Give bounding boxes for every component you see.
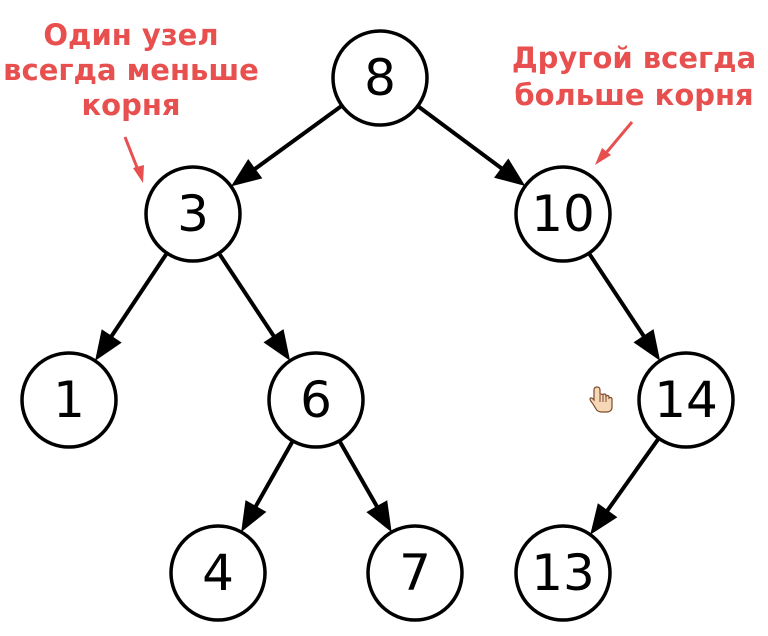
- node-8: 8: [331, 29, 429, 127]
- node-label: 10: [531, 185, 595, 243]
- node-label: 3: [177, 185, 209, 243]
- node-14: 14: [637, 351, 735, 449]
- node-label: 4: [202, 544, 234, 602]
- annotation-right-line-2: больше корня: [514, 78, 753, 112]
- arrowhead-3-1: [95, 329, 122, 361]
- arrowhead-6-4: [241, 500, 267, 533]
- edge-6-7: [337, 439, 385, 518]
- arrowhead-10-14: [633, 329, 661, 361]
- arrowhead-8-10: [494, 158, 526, 186]
- node-10: 10: [514, 165, 612, 263]
- node-label: 8: [364, 49, 396, 107]
- edge-10-14: [587, 252, 652, 347]
- edge-8-10: [416, 104, 513, 177]
- annotation-left-line-3: корня: [81, 88, 180, 122]
- node-1: 1: [20, 351, 118, 449]
- hand-pointer-icon: [589, 386, 613, 413]
- edge-3-1: [103, 251, 169, 348]
- edge-6-4: [248, 439, 295, 518]
- edge-3-6: [217, 252, 282, 347]
- annotation-right-line-1: Другой всегда: [512, 41, 756, 75]
- annotation-left-line-2: всегда меньше: [3, 53, 259, 87]
- arrowhead-8-3: [231, 159, 263, 187]
- node-6: 6: [267, 351, 365, 449]
- node-label: 14: [654, 371, 718, 429]
- node-label: 6: [300, 371, 332, 429]
- annotation-left-arrow: [123, 136, 144, 183]
- node-4: 4: [169, 524, 267, 622]
- arrowhead-14-13: [590, 503, 618, 535]
- arrowhead-6-7: [366, 500, 392, 533]
- annotation-right: Другой всегда больше корня: [509, 38, 759, 115]
- annotation-right-arrow: [595, 121, 634, 165]
- edge-14-13: [599, 437, 661, 522]
- annotation-left-line-1: Один узел: [43, 18, 218, 52]
- node-label: 1: [53, 371, 85, 429]
- node-label: 13: [531, 544, 595, 602]
- edge-8-3: [244, 104, 344, 178]
- annotation-left: Один узел всегда меньше корня: [0, 15, 262, 125]
- node-3: 3: [144, 165, 242, 263]
- arrowhead-3-6: [263, 329, 291, 361]
- node-13: 13: [514, 524, 612, 622]
- node-label: 7: [399, 544, 431, 602]
- edges: [95, 104, 661, 535]
- node-7: 7: [366, 524, 464, 622]
